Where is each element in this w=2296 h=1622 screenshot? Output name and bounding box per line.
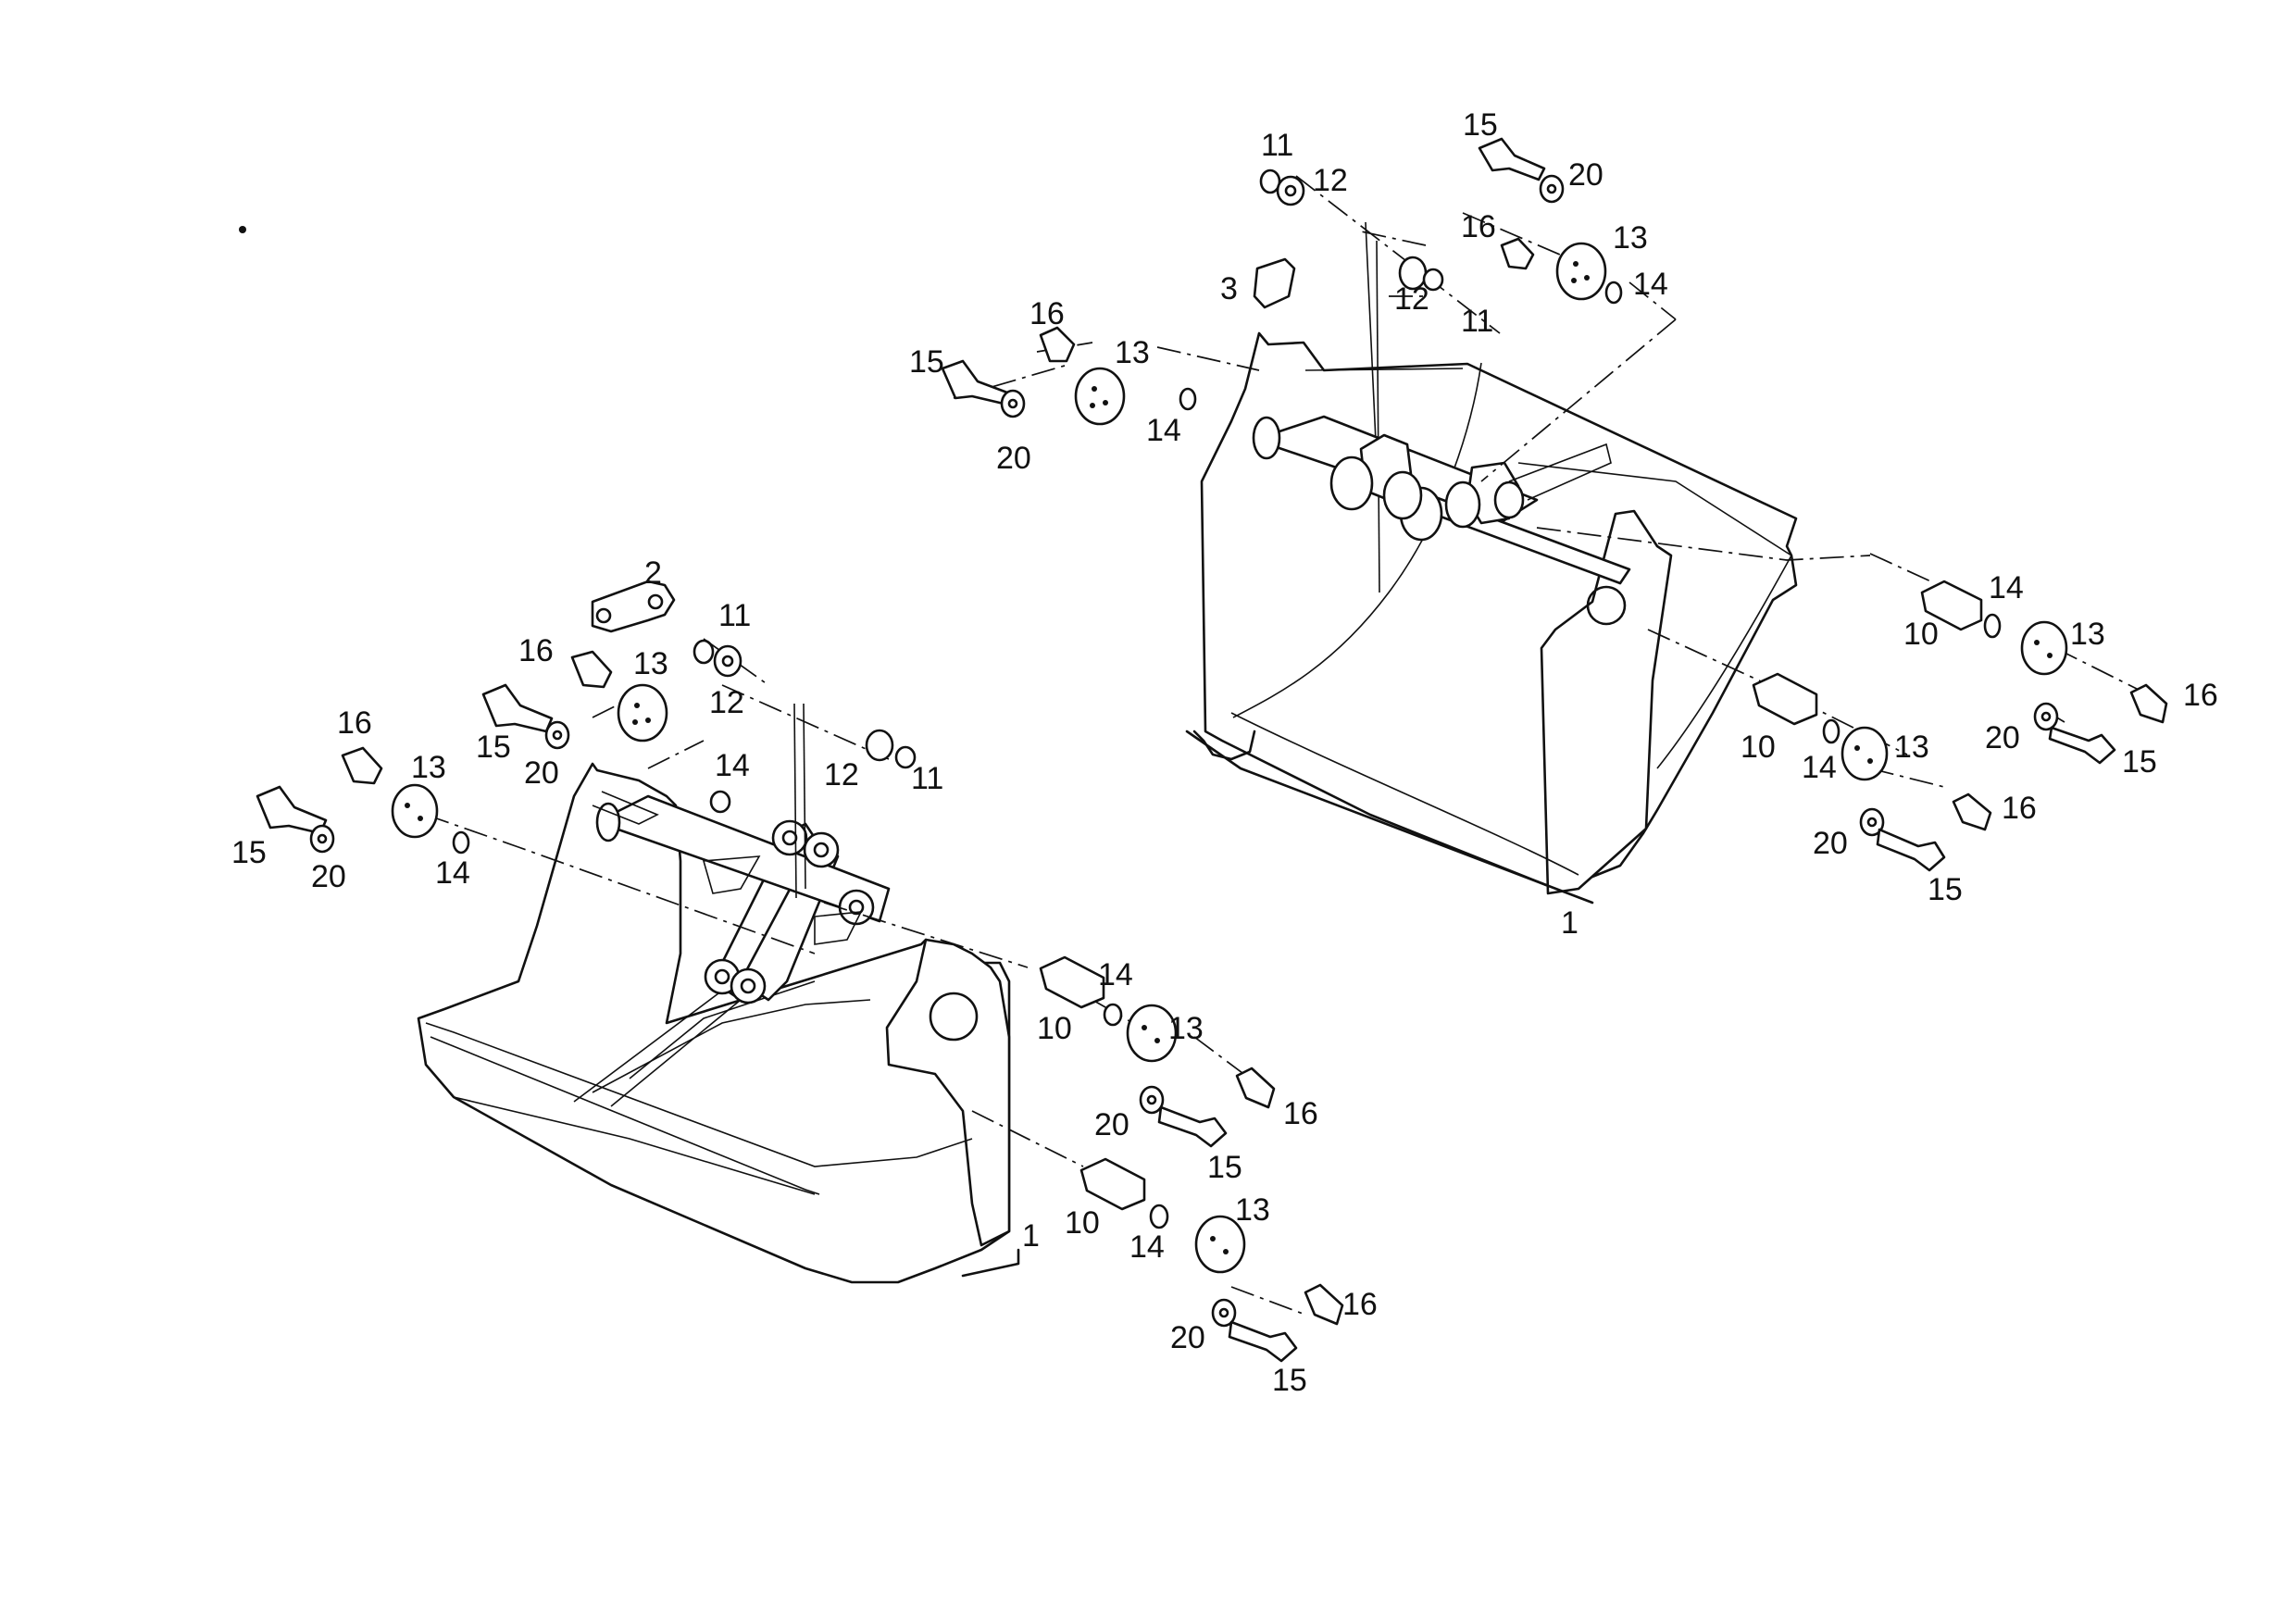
callout: 16 [1461, 209, 1496, 244]
callout: 12 [1313, 163, 1348, 198]
callout: 16 [1342, 1287, 1378, 1322]
parts-bucket-large [941, 137, 2168, 872]
callout: 20 [1094, 1107, 1129, 1142]
callout: 13 [1613, 220, 1648, 256]
callout: 20 [1985, 720, 2020, 755]
flange-13-icon [1555, 242, 1607, 301]
callout: 16 [1029, 296, 1065, 331]
nipple-16-icon [1500, 237, 1535, 270]
callout: 16 [337, 705, 372, 741]
callout: 10 [1903, 617, 1939, 652]
callout: 13 [1894, 730, 1929, 765]
assembly-axis-lines [425, 175, 2140, 1316]
callout: 20 [996, 441, 1031, 476]
callout: 10 [1037, 1011, 1072, 1046]
callout: 20 [1170, 1320, 1205, 1355]
callout: 11 [911, 761, 943, 796]
bracket-part-3 [1253, 257, 1296, 309]
callout: 13 [411, 750, 446, 785]
callout: 16 [1283, 1096, 1318, 1131]
callout: 16 [2183, 678, 2218, 713]
callout: 12 [1394, 281, 1429, 317]
callout: 14 [1146, 413, 1181, 448]
callout: 12 [709, 685, 744, 720]
callout: 13 [1115, 335, 1150, 370]
callout: 14 [1129, 1229, 1165, 1265]
callout: 11 [718, 598, 751, 633]
bucket-large [1185, 221, 1798, 905]
callout: 15 [1928, 872, 1963, 907]
callout: 15 [1463, 107, 1498, 143]
callout: 15 [2122, 744, 2157, 780]
callout: 20 [311, 859, 346, 894]
callout: 15 [1272, 1363, 1307, 1398]
callout: 20 [524, 755, 559, 791]
callout: 11 [1261, 128, 1293, 163]
callout: 13 [633, 646, 668, 681]
callout: 14 [435, 855, 470, 891]
callout: 1 [1022, 1218, 1040, 1254]
callout: 10 [1741, 730, 1776, 765]
callout: 15 [231, 835, 267, 870]
bucket-small [417, 703, 1020, 1284]
callout: 14 [1633, 267, 1668, 302]
callout: 15 [1207, 1150, 1242, 1185]
callout: 2 [644, 555, 662, 591]
callout: 20 [1568, 157, 1603, 193]
callout: 15 [909, 344, 944, 380]
callout: 13 [1168, 1011, 1204, 1046]
callout: 1 [1561, 905, 1578, 941]
callout: 10 [1065, 1205, 1100, 1241]
callout: 13 [2070, 617, 2105, 652]
callout: 13 [1235, 1192, 1270, 1228]
callout: 15 [476, 730, 511, 765]
bolt-15-icon [1478, 137, 1546, 181]
callout: 16 [518, 633, 554, 668]
callout: 20 [1813, 826, 1848, 861]
callout: 16 [2002, 791, 2037, 826]
callout: 14 [1989, 570, 2024, 605]
callout: 12 [824, 757, 859, 792]
callout: 14 [1802, 750, 1837, 785]
callout-labels: 11 12 15 20 16 13 3 12 11 14 16 13 15 20… [231, 107, 2218, 1398]
link-plate-2 [591, 580, 676, 633]
callout: 14 [715, 748, 750, 783]
callout: 11 [1461, 304, 1493, 339]
callout: 3 [1220, 271, 1238, 306]
parts-bucket-small [256, 580, 1344, 1363]
callout: 14 [1098, 957, 1133, 992]
